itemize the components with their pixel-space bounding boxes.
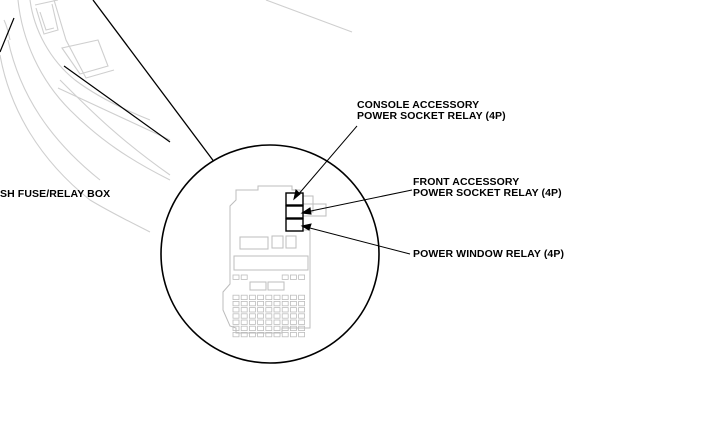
magnifier-leader-line bbox=[92, 0, 216, 164]
fuse-slot bbox=[273, 325, 281, 332]
fuse-slot bbox=[298, 307, 306, 313]
front-relay-label: FRONT ACCESSORY POWER SOCKET RELAY (4P) bbox=[413, 177, 562, 199]
fuse-slot bbox=[281, 319, 289, 325]
fuse-slot bbox=[240, 307, 248, 313]
fuse-slot bbox=[232, 294, 240, 301]
fuse-slot bbox=[273, 294, 281, 301]
vehicle-interior-outline bbox=[0, 0, 353, 233]
fuse-slot bbox=[265, 294, 273, 301]
fuse-slot bbox=[298, 294, 306, 301]
dashboard-edge-lines bbox=[0, 17, 171, 143]
fuse-grid bbox=[232, 274, 306, 338]
power-window-relay-label: POWER WINDOW RELAY (4P) bbox=[413, 248, 565, 260]
fuse-slot bbox=[298, 274, 306, 280]
fuse-slot bbox=[298, 300, 306, 307]
fuse-slot bbox=[240, 274, 248, 280]
fuse-slot bbox=[257, 325, 265, 332]
fuse-slot bbox=[240, 294, 248, 301]
fuse-slot bbox=[281, 307, 289, 313]
console-relay-label-line1: CONSOLE ACCESSORY bbox=[357, 99, 480, 111]
fuse-slot bbox=[248, 294, 256, 301]
front-relay-leader bbox=[305, 189, 413, 213]
power-window-relay-leader bbox=[305, 226, 411, 255]
fuse-slot bbox=[289, 319, 297, 325]
power-window-relay-arrow bbox=[300, 223, 312, 231]
fuse-slot bbox=[289, 274, 297, 280]
fuse-slot bbox=[273, 307, 281, 313]
fuse-slot bbox=[248, 313, 256, 319]
fuse-slot bbox=[257, 307, 265, 313]
fuse-slot bbox=[289, 300, 297, 307]
fuse-slot bbox=[265, 307, 273, 313]
console-relay-label: CONSOLE ACCESSORY POWER SOCKET RELAY (4P… bbox=[357, 100, 506, 122]
fuse-slot bbox=[265, 331, 273, 338]
fuse-slot bbox=[281, 325, 289, 332]
console-relay-label-line2: POWER SOCKET RELAY (4P) bbox=[357, 110, 506, 122]
fuse-slot bbox=[240, 331, 248, 338]
fuse-slot bbox=[248, 319, 256, 325]
fuse-slot bbox=[289, 313, 297, 319]
fuse-slot bbox=[257, 319, 265, 325]
fuse-slot bbox=[240, 313, 248, 319]
fuse-slot bbox=[298, 319, 306, 325]
fuse-slot bbox=[273, 319, 281, 325]
fuse-slot bbox=[273, 331, 281, 338]
fuse-slot bbox=[273, 300, 281, 307]
front-relay-label-line2: POWER SOCKET RELAY (4P) bbox=[413, 187, 562, 199]
fuse-slot bbox=[265, 325, 273, 332]
fuse-slot bbox=[232, 307, 240, 313]
fuse-slot bbox=[289, 294, 297, 301]
front-accessory-relay bbox=[285, 205, 304, 219]
fuse-slot bbox=[232, 331, 240, 338]
fuse-slot bbox=[257, 331, 265, 338]
fuse-relay-box bbox=[222, 185, 327, 334]
fuse-slot bbox=[265, 319, 273, 325]
fuse-slot bbox=[289, 325, 297, 332]
fuse-slot bbox=[240, 325, 248, 332]
fuse-slot bbox=[298, 325, 306, 332]
fuse-slot bbox=[265, 300, 273, 307]
fuse-slot bbox=[281, 274, 289, 280]
fuse-slot bbox=[281, 294, 289, 301]
fuse-slot bbox=[248, 300, 256, 307]
fuse-slot bbox=[232, 325, 240, 332]
fuse-slot bbox=[248, 325, 256, 332]
fuse-slot bbox=[273, 313, 281, 319]
front-relay-arrow bbox=[300, 207, 312, 215]
fuse-slot bbox=[289, 331, 297, 338]
fuse-slot bbox=[298, 331, 306, 338]
fuse-slot bbox=[289, 307, 297, 313]
console-relay-leader bbox=[296, 125, 358, 197]
callout-leaders bbox=[293, 125, 413, 255]
magnifier-circle bbox=[160, 144, 380, 364]
console-relay-arrow bbox=[293, 189, 301, 201]
fuse-slot bbox=[257, 313, 265, 319]
fuse-slot bbox=[248, 307, 256, 313]
fuse-slot bbox=[248, 331, 256, 338]
dash-fuse-box-label: SH FUSE/RELAY BOX bbox=[0, 188, 111, 200]
power-window-relay bbox=[285, 218, 304, 232]
fuse-slot bbox=[281, 313, 289, 319]
fuse-slot bbox=[298, 313, 306, 319]
fuse-slot bbox=[265, 313, 273, 319]
fuse-slot bbox=[257, 300, 265, 307]
fuse-slot bbox=[257, 294, 265, 301]
fuse-slot bbox=[232, 300, 240, 307]
fuse-slot bbox=[232, 274, 240, 280]
fuse-slot bbox=[281, 331, 289, 338]
fuse-slot bbox=[240, 319, 248, 325]
front-relay-label-line1: FRONT ACCESSORY bbox=[413, 176, 520, 188]
fuse-slot bbox=[240, 300, 248, 307]
fuse-slot bbox=[281, 300, 289, 307]
fuse-slot bbox=[232, 313, 240, 319]
fuse-slot bbox=[232, 319, 240, 325]
